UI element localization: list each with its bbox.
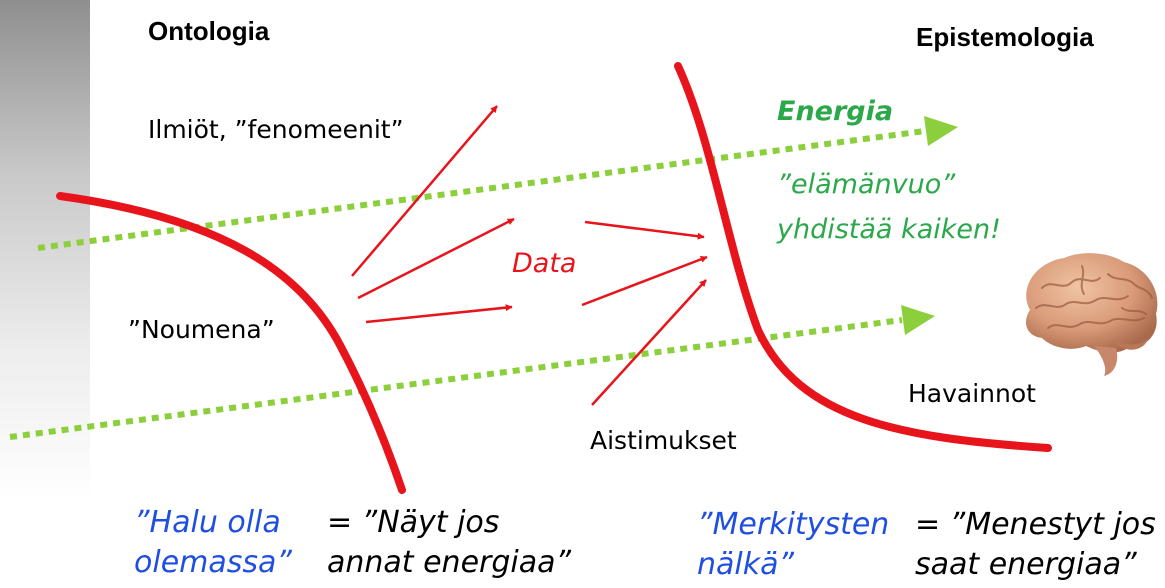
data-arrows	[351, 105, 708, 406]
data-label: Data	[512, 248, 577, 279]
succeed-if-get-energy-line-1: = ”Menestyt jos	[915, 507, 1156, 542]
epistemology-boundary-curve	[674, 62, 1052, 452]
arrow-to-phenomena	[351, 105, 498, 277]
phenomena-label: Ilmiöt, ”fenomeenit”	[148, 115, 404, 144]
sensations-label: Aistimukset	[590, 426, 737, 455]
arrow-to-data-lower	[365, 304, 513, 324]
epistemology-heading: Epistemologia	[916, 22, 1094, 52]
brain-icon	[1026, 253, 1158, 376]
energy-flow-lower	[9, 305, 935, 440]
perceptions-label: Havainnot	[908, 379, 1036, 408]
arrow-data-to-perception-1	[584, 220, 705, 240]
energy-line-1: ”elämänvuo”	[777, 169, 956, 200]
arrow-data-to-perception-2	[581, 255, 708, 307]
seen-if-give-energy-line-2: annat energiaa”	[327, 545, 572, 580]
energy-line-2: yhdistää kaiken!	[777, 214, 1001, 245]
desire-to-exist-line-1: ”Halu olla	[134, 505, 281, 540]
seen-if-give-energy-line-1: = ”Näyt jos	[327, 505, 500, 540]
ontology-heading: Ontologia	[148, 16, 270, 46]
desire-to-exist-line-2: olemassa”	[134, 545, 292, 580]
noumena-label: ”Noumena”	[128, 315, 275, 344]
succeed-if-get-energy-line-2: saat energiaa”	[915, 547, 1137, 582]
arrow-sensations-to-perception	[591, 279, 707, 406]
energy-title: Energia	[777, 96, 894, 127]
hunger-for-meaning-line-2: nälkä”	[697, 547, 795, 582]
ontology-boundary-curve	[56, 192, 406, 494]
hunger-for-meaning-line-1: ”Merkitysten	[697, 507, 890, 542]
arrow-to-data-upper	[357, 217, 515, 300]
